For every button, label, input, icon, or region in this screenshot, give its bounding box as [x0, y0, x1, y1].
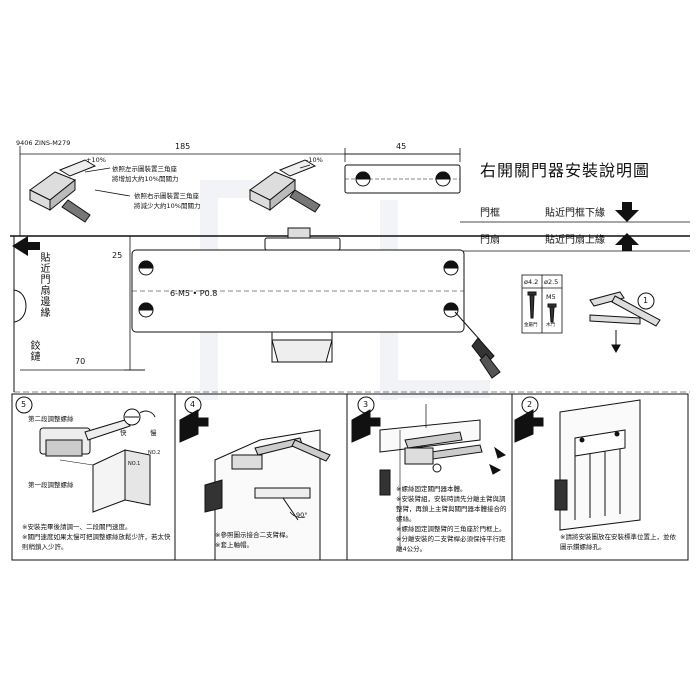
screw-spec-label: 6-M5 • P0.8	[170, 289, 218, 298]
step-4-number: 4	[190, 400, 196, 409]
step-5-number: 5	[21, 400, 27, 409]
fast-label: 快	[120, 429, 127, 437]
bracket-minus-sketch	[249, 159, 321, 213]
screw-icon	[527, 291, 557, 323]
dim-45-label: 45	[396, 142, 407, 151]
panel3-note-2: ※安裝臂組，安裝時請先分離主臂與調整臂，再鎖上主臂與關門器本體接合的螺絲。	[396, 495, 507, 523]
screw-table	[521, 274, 563, 334]
screw-2-label: 第二段調整螺絲	[28, 415, 74, 423]
page-title: 右開關門器安裝說明圖	[480, 161, 651, 180]
screwdriver-icon	[454, 311, 501, 379]
arm-sketch-1	[589, 291, 661, 354]
leaf-edge-label: 貼近門扇上緣	[545, 235, 605, 246]
panel4-note-2: ※套上軸帽。	[215, 541, 253, 549]
step-1-number: 1	[643, 296, 649, 305]
bracket-plus-sketch	[29, 159, 97, 223]
closer-body	[131, 227, 465, 363]
step-1-circle	[637, 292, 655, 310]
panel2-note-1: ※請將安裝圖放在安裝標準位置上，並依圖示鑽螺絲孔。	[560, 533, 676, 551]
dim-70-label: 70	[75, 357, 86, 366]
screw-d1: ø4.2	[524, 278, 539, 286]
leaf-label: 門扇	[480, 235, 500, 246]
model-number: 9406 ZINS-M279	[16, 139, 71, 147]
step-3-number: 3	[363, 400, 369, 409]
dim-185-label: 185	[175, 142, 191, 151]
arrow-up-icon	[615, 233, 639, 251]
screw-1-label: 第一段調整螺絲	[28, 481, 74, 489]
no1-label: NO.1	[128, 461, 141, 467]
arrow-left-icon	[12, 236, 40, 256]
dim-25-label: 25	[112, 251, 123, 260]
screw-cap-wood: 木門	[546, 323, 555, 328]
panel5-drawing	[39, 408, 156, 513]
plus-10-label: +10%	[86, 156, 106, 164]
minus-note-2: 將減少大約10%開關力	[134, 202, 201, 210]
hinge-edge	[13, 236, 690, 393]
minus-10-label: -10%	[306, 156, 323, 164]
mounting-holes	[138, 260, 459, 318]
panel5-note-2: ※關門速度如果太慢可把調整螺絲放鬆少許，若太快則稍鎖入少許。	[22, 533, 171, 551]
no2-label: NO.2	[148, 450, 161, 456]
arrow-down-icon	[615, 202, 639, 222]
panel3-note-1: ※螺絲固定關門器本體。	[396, 485, 467, 493]
minus-note-1: 依照右示圖裝置三角座	[134, 192, 199, 200]
panel4-drawing	[179, 409, 331, 561]
angle-label: 90°	[296, 511, 308, 519]
panel2-drawing	[514, 399, 641, 531]
panel3-note-3: ※螺絲固定調整臂的三角座於門框上。	[396, 525, 506, 533]
panel3-note-4: ※分離安裝的二支臂桿必須保持平行距離4公分。	[396, 535, 506, 553]
plus-note-2: 將增加大約10%開關力	[112, 175, 179, 183]
screw-d2: ø2.5	[544, 278, 559, 286]
panel4-note-1: ※參照圖示接合二支臂桿。	[215, 531, 292, 539]
bracket-top-view	[344, 164, 461, 194]
step-2-number: 2	[527, 400, 533, 409]
hinge-label: 鉸鏈	[28, 340, 39, 362]
frame-label: 門框	[480, 208, 500, 219]
panel5-note-1: ※安裝完畢後請調一、二段關門速度。	[22, 523, 132, 531]
plus-note-1: 依照左示圖裝置三角座	[112, 165, 177, 173]
frame-edge-label: 貼近門框下緣	[545, 208, 605, 219]
side-edge-label: 貼近門扇邊緣	[38, 252, 49, 318]
step-5-circle	[15, 396, 33, 414]
slow-label: 慢	[150, 429, 157, 437]
panel-2	[511, 393, 689, 561]
panel3-drawing	[351, 404, 507, 550]
screw-cap-metal: 金屬門	[524, 323, 538, 328]
screw-m5: M5	[546, 293, 556, 301]
